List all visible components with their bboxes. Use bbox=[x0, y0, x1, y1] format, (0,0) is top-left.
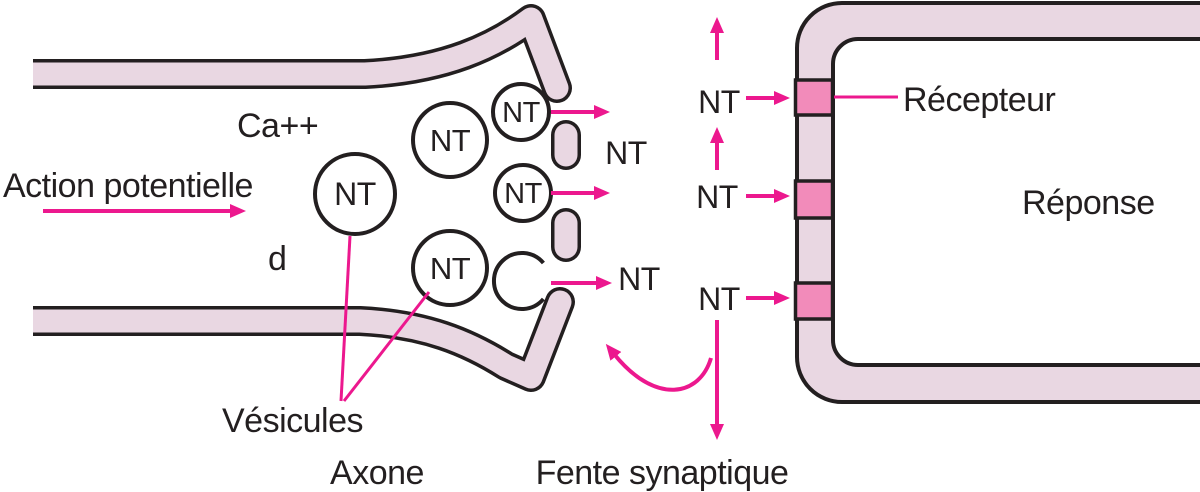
action-potential-label: Action potentielle bbox=[3, 167, 253, 205]
vesicle-upper-middle bbox=[411, 101, 489, 179]
receptor-label: Récepteur bbox=[903, 81, 1056, 119]
vesicle-fused-open bbox=[491, 251, 545, 311]
vesicle-pointer-line-right bbox=[342, 291, 431, 402]
release-arrows: NT NT bbox=[551, 105, 660, 297]
cleft-column-nt-label: NT bbox=[696, 179, 738, 215]
axon-terminal bbox=[0, 0, 581, 492]
cleft-diffusion: NT NT NT bbox=[605, 17, 790, 440]
cleft-column-nt-label: NT bbox=[698, 281, 740, 317]
vesicle-nt-label: NT bbox=[504, 178, 542, 210]
axon-annotations: Ca++ Action potentielle d Vésicules Axon… bbox=[3, 107, 789, 492]
vesicle-nt-label: NT bbox=[334, 176, 376, 212]
receptor-block-top bbox=[793, 78, 835, 117]
cleft-column-nt-label: NT bbox=[698, 84, 740, 120]
synaptic-cleft-label: Fente synaptique bbox=[536, 454, 789, 492]
receptor-block-bottom bbox=[793, 281, 835, 321]
left-edge-mask bbox=[0, 0, 33, 492]
vesicles-group: NT NT NT NT NT bbox=[313, 82, 553, 311]
cleft-nt-label: NT bbox=[618, 261, 660, 297]
reuptake-curved-arrow bbox=[605, 343, 713, 392]
vesicles-label: Vésicules bbox=[222, 402, 363, 440]
vesicle-nt-label: NT bbox=[430, 123, 471, 158]
postsynaptic-cell: Récepteur Réponse bbox=[793, 1, 1200, 404]
axon-membrane-top-fill bbox=[13, 7, 569, 100]
vesicle-lower-middle bbox=[411, 229, 489, 307]
vesicle-docked-top bbox=[491, 82, 551, 142]
vesicle-nt-label: NT bbox=[430, 251, 471, 286]
axon-membrane-top bbox=[10, 4, 572, 103]
response-label: Réponse bbox=[1022, 184, 1155, 222]
axon-membrane-bottom bbox=[10, 287, 575, 392]
vesicle-nt-label: NT bbox=[502, 97, 540, 129]
axon-label: Axone bbox=[330, 454, 424, 492]
vesicle-large bbox=[313, 152, 397, 236]
receptor-block-middle bbox=[793, 179, 835, 220]
calcium-label: Ca++ bbox=[237, 107, 318, 145]
d-label: d bbox=[268, 240, 286, 278]
vesicle-pointer-line-left bbox=[339, 235, 352, 402]
cleft-nt-label: NT bbox=[605, 135, 647, 171]
axon-membrane-bottom-fill bbox=[13, 290, 572, 389]
